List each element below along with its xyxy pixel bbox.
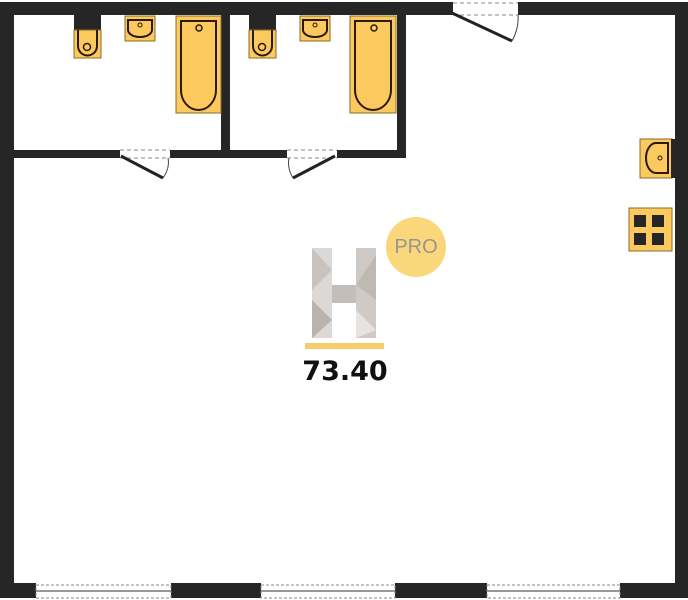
toilet-icon [248,15,277,59]
area-label: 73.40 [302,356,388,387]
sink-icon [299,15,331,42]
wall-bathroom2-right [397,15,406,158]
bathtub-icon [349,15,397,114]
logo-h-icon [305,248,384,349]
wall-bath-1 [14,150,120,158]
wall-bath-2 [170,150,287,158]
sink-icon [124,15,156,42]
pro-badge: PRO [386,217,446,277]
wall-left [0,2,14,598]
window-3 [486,584,621,599]
wall-bottom-2 [171,583,261,598]
window-2 [260,584,396,599]
wall-bottom-3 [395,583,487,598]
wall-bath-3 [337,150,406,158]
wall-bottom-4 [620,583,688,598]
wall-right [675,2,688,598]
door-bathroom-2[interactable] [287,149,337,180]
window-1 [35,584,172,599]
wall-bathroom-divider [221,15,230,158]
wall-top-right [518,2,688,15]
logo-bar [305,343,384,349]
kitchen-sink-icon [639,138,675,179]
windows [35,584,621,599]
bathtub-icon [175,15,222,114]
toilet-icon [73,15,102,59]
door-bathroom-1[interactable] [120,149,170,180]
stove-icon [628,207,673,252]
wall-top-left [0,2,453,15]
door-entrance[interactable] [451,2,519,43]
wall-bottom-1 [0,583,36,598]
